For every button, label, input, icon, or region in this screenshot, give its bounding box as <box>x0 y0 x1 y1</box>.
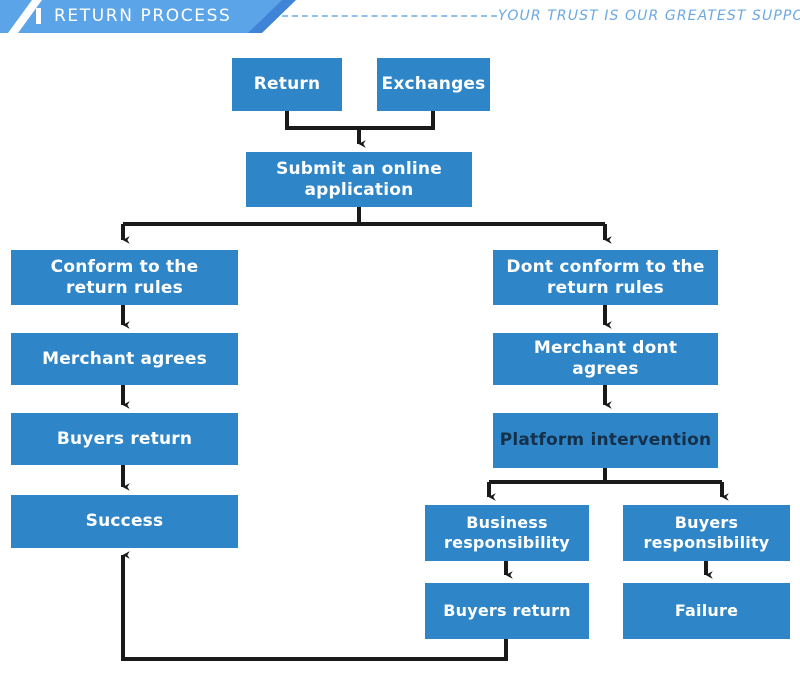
node-platform-intervention[interactable]: Platform intervention <box>493 413 718 468</box>
banner-background <box>0 0 292 33</box>
return-process-flowchart: Return Exchanges Submit an online applic… <box>0 34 800 680</box>
node-exchanges[interactable]: Exchanges <box>377 58 490 111</box>
node-buyers-return-right[interactable]: Buyers return <box>425 583 589 639</box>
node-merchant-agrees[interactable]: Merchant agrees <box>11 333 238 385</box>
node-business-responsibility[interactable]: Business responsibility <box>425 505 589 561</box>
node-dont-conform-return-rules[interactable]: Dont conform to the return rules <box>493 250 718 305</box>
banner-bullet-marker <box>36 8 41 24</box>
header-tagline: YOUR TRUST IS OUR GREATEST SUPPORT <box>498 8 800 24</box>
node-buyers-return-left[interactable]: Buyers return <box>11 413 238 465</box>
page-title: RETURN PROCESS <box>54 6 232 26</box>
header-banner: RETURN PROCESS YOUR TRUST IS OUR GREATES… <box>0 0 800 34</box>
node-submit-application[interactable]: Submit an online application <box>246 152 472 207</box>
flowchart-connectors <box>0 111 729 661</box>
node-merchant-dont-agrees[interactable]: Merchant dont agrees <box>493 333 718 385</box>
node-conform-return-rules[interactable]: Conform to the return rules <box>11 250 238 305</box>
banner-dashed-rule <box>282 15 497 17</box>
node-success[interactable]: Success <box>11 495 238 548</box>
node-failure[interactable]: Failure <box>623 583 790 639</box>
node-buyers-responsibility[interactable]: Buyers responsibility <box>623 505 790 561</box>
node-return[interactable]: Return <box>232 58 342 111</box>
